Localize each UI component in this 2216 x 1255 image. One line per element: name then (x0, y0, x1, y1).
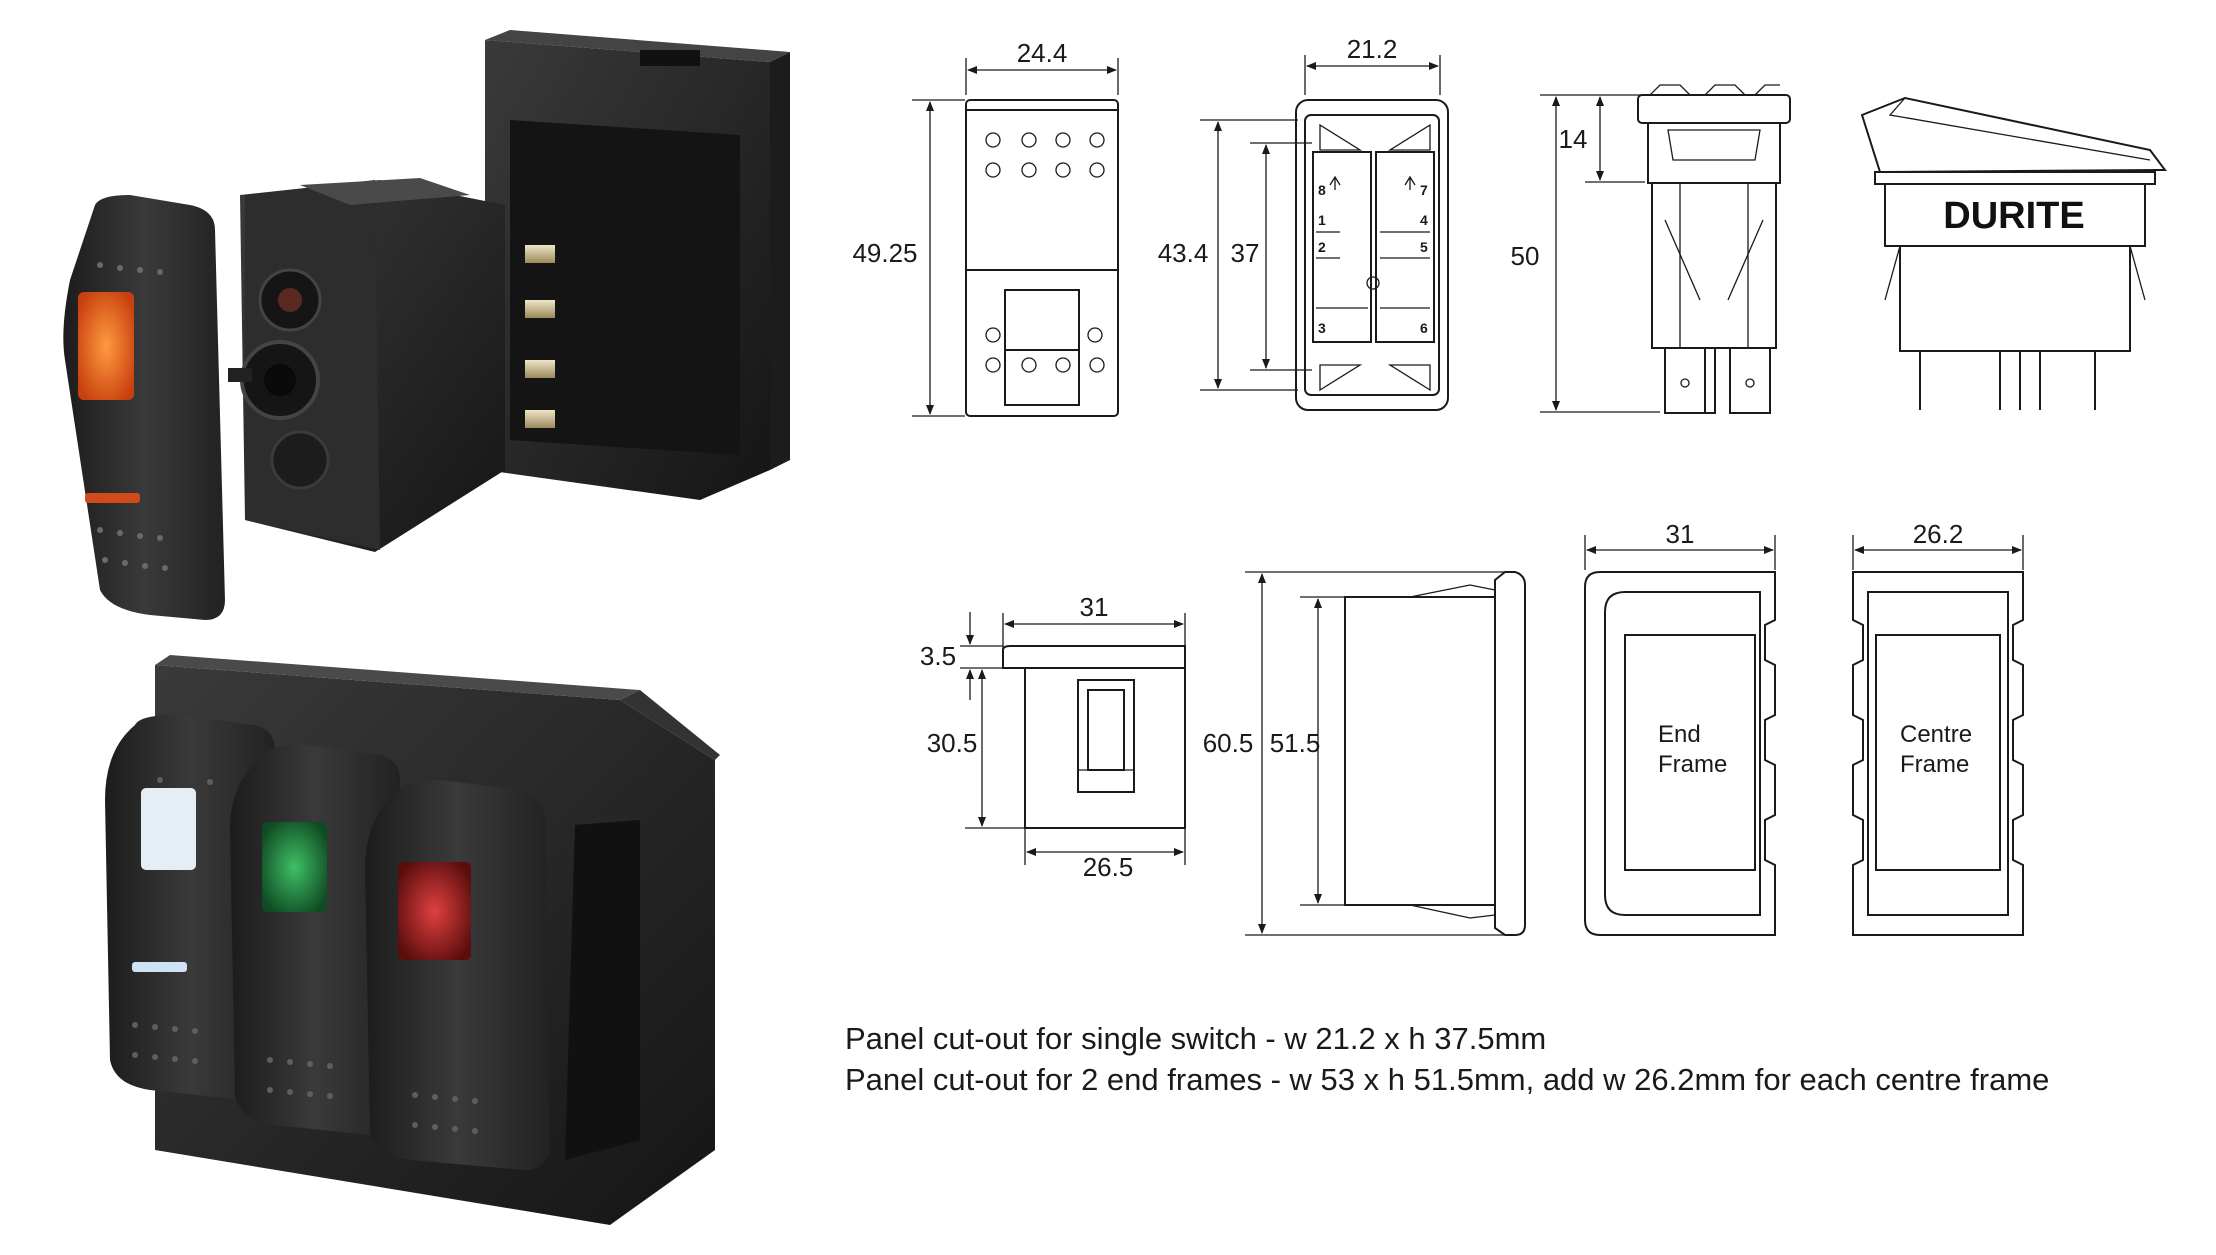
dim-frame-outer-height: 60.5 (1203, 728, 1254, 758)
frame-profile-drawing: 60.5 51.5 (1203, 571, 1526, 936)
dim-frame-bottom-width: 26.5 (1083, 852, 1134, 882)
terminal-4: 4 (1420, 212, 1428, 228)
dim-side-top: 14 (1559, 124, 1588, 154)
dim-front-height: 49.25 (852, 238, 917, 268)
dim-front-width: 24.4 (1017, 38, 1068, 68)
exploded-switch-photo (63, 30, 790, 620)
perspective-drawing: DURITE (1860, 96, 2167, 410)
panel-switches-photo (105, 655, 720, 1225)
durite-logo: DURITE (1943, 195, 2084, 237)
dim-frame-body-height: 30.5 (927, 728, 978, 758)
dim-frame-top-width: 31 (1080, 592, 1109, 622)
centre-frame-label-2: Frame (1900, 751, 1969, 778)
dim-side-height: 50 (1511, 241, 1540, 271)
terminal-2: 2 (1318, 239, 1326, 255)
dim-frame-inner-height: 51.5 (1270, 728, 1321, 758)
terminal-7: 7 (1420, 182, 1428, 198)
panel-cutout-notes: Panel cut-out for single switch - w 21.2… (845, 1018, 2185, 1100)
front-view-drawing: 24.4 49.25 (852, 38, 1119, 417)
dim-end-frame-width: 31 (1666, 519, 1695, 549)
dim-rear-inner-height: 37 (1231, 238, 1260, 268)
terminal-1: 1 (1318, 212, 1326, 228)
dim-frame-lip: 3.5 (920, 641, 956, 671)
arrow-icon (1329, 175, 1341, 190)
terminal-8: 8 (1318, 182, 1326, 198)
note-end-frames: Panel cut-out for 2 end frames - w 53 x … (845, 1062, 2050, 1097)
side-view-drawing: 14 50 (1511, 84, 1791, 414)
end-frame-drawing: 31 End Frame (1584, 519, 1776, 936)
terminal-5: 5 (1420, 239, 1428, 255)
terminal-3: 3 (1318, 320, 1326, 336)
end-frame-label-1: End (1658, 721, 1701, 748)
rear-view-drawing: 21.2 43.4 37 8 7 1 4 2 5 3 6 (1158, 34, 1449, 411)
terminal-6: 6 (1420, 320, 1428, 336)
arrow-icon (1404, 175, 1416, 190)
frame-lip-drawing: 31 3.5 30.5 26.5 (920, 592, 1186, 882)
end-frame-label-2: Frame (1658, 751, 1727, 778)
centre-frame-drawing: 26.2 Centre Frame (1852, 519, 2024, 936)
dim-rear-outer-height: 43.4 (1158, 238, 1209, 268)
dim-centre-frame-width: 26.2 (1913, 519, 1964, 549)
dim-rear-width: 21.2 (1347, 34, 1398, 64)
note-single-switch: Panel cut-out for single switch - w 21.2… (845, 1021, 1547, 1056)
centre-frame-label-1: Centre (1900, 721, 1972, 748)
